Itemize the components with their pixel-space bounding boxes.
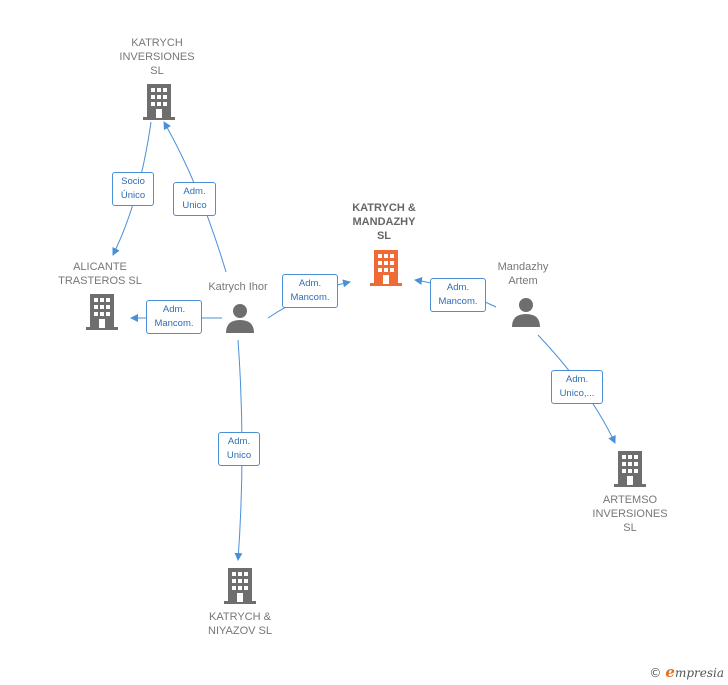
brand-name: mpresia xyxy=(674,666,724,680)
edge-label-adm-mancom: Adm. Mancom. xyxy=(146,300,202,334)
edge-label-adm-mancom: Adm. Mancom. xyxy=(282,274,338,308)
node-label-katrych-ihor[interactable]: Katrych Ihor xyxy=(208,281,268,293)
brand-initial: e xyxy=(665,663,675,681)
node-label-katrych-inversiones[interactable]: KATRYCH INVERSIONES SL xyxy=(119,37,195,77)
edge-label-adm-mancom: Adm. Mancom. xyxy=(430,278,486,312)
node-label-katrych-niyazov[interactable]: KATRYCH & NIYAZOV SL xyxy=(208,611,272,637)
node-label-katrych-mandazhy[interactable]: KATRYCH & MANDAZHY SL xyxy=(352,202,416,242)
edge-label-socio-unico: Socio Único xyxy=(112,172,154,206)
building-icon[interactable] xyxy=(614,451,646,487)
copyright-symbol: © xyxy=(649,666,662,680)
person-icon[interactable] xyxy=(224,302,256,334)
building-icon[interactable] xyxy=(224,568,256,604)
building-icon[interactable] xyxy=(86,294,118,330)
person-icon[interactable] xyxy=(510,296,542,328)
building-icon[interactable] xyxy=(143,84,175,120)
node-label-alicante-trasteros[interactable]: ALICANTE TRASTEROS SL xyxy=(58,261,142,287)
node-label-artemso-inversiones[interactable]: ARTEMSO INVERSIONES SL xyxy=(592,494,668,534)
building-icon-main[interactable] xyxy=(370,250,402,286)
edge-label-adm-unico: Adm. Unico xyxy=(218,432,260,466)
node-label-mandazhy-artem[interactable]: Mandazhy Artem xyxy=(497,261,549,287)
brand-logo: ©empresia xyxy=(649,663,724,681)
edge-label-adm-unico: Adm. Unico xyxy=(173,182,216,216)
edge-label-adm-unico-etc: Adm. Unico,... xyxy=(551,370,603,404)
